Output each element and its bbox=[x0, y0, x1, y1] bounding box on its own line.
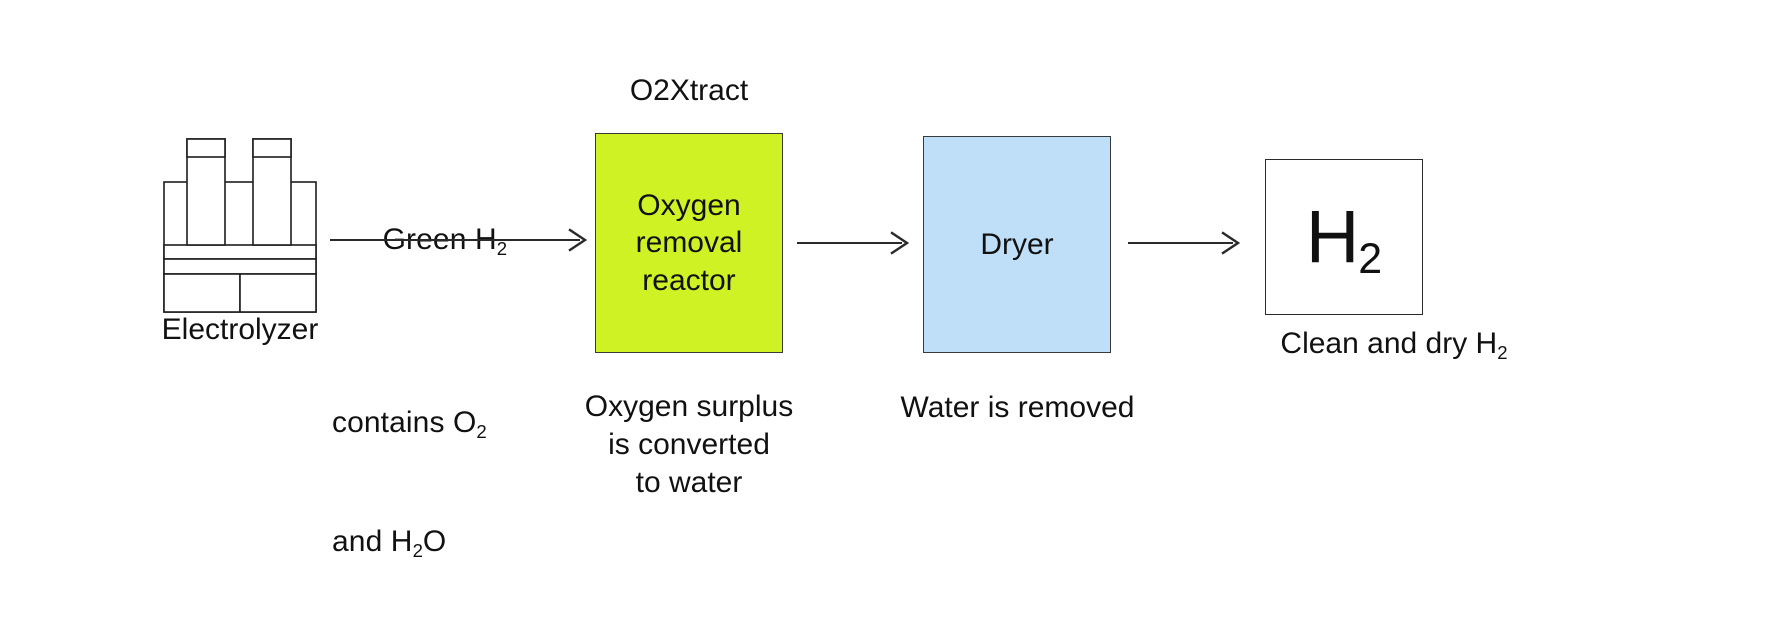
stream-label-below-line-2-text-b: O bbox=[422, 524, 447, 558]
dryer-box[interactable]: Dryer bbox=[923, 136, 1111, 353]
electrolyzer-icon bbox=[163, 138, 317, 313]
product-formula-subscript: 2 bbox=[1358, 235, 1383, 284]
stream-label-below-line-2-subscript: 2 bbox=[412, 539, 423, 561]
product-box[interactable]: H2 bbox=[1265, 159, 1423, 315]
stream-label-below: contains O2 and H2O bbox=[332, 324, 582, 621]
product-caption-subscript: 2 bbox=[1497, 341, 1508, 363]
reactor-box-line-3: reactor bbox=[642, 263, 736, 297]
reactor-box[interactable]: Oxygen removal reactor bbox=[595, 133, 783, 353]
reactor-box-text: Oxygen removal reactor bbox=[636, 187, 743, 299]
arrow-electrolyzer-to-reactor bbox=[330, 227, 590, 253]
product-formula-text: H bbox=[1305, 195, 1359, 278]
reactor-caption-line-3: to water bbox=[635, 466, 743, 500]
reactor-caption: Oxygen surplus is converted to water bbox=[570, 388, 808, 502]
stream-label-below-line-1-text: contains O bbox=[332, 406, 477, 440]
stream-label-below-line-2: and H2O bbox=[332, 522, 582, 562]
product-formula: H2 bbox=[1306, 200, 1382, 281]
stream-label-below-line-1-subscript: 2 bbox=[476, 420, 487, 442]
dryer-box-text: Dryer bbox=[980, 227, 1054, 261]
stream-label-below-line-2-text-a: and H bbox=[332, 524, 413, 558]
product-caption-text: Clean and dry H bbox=[1280, 327, 1498, 360]
stream-label-above-subscript: 2 bbox=[496, 237, 508, 259]
reactor-caption-line-1: Oxygen surplus bbox=[584, 390, 794, 423]
stream-label-below-line-1: contains O2 bbox=[332, 403, 582, 443]
electrolyzer-caption: Electrolyzer bbox=[161, 313, 319, 346]
arrow-dryer-to-product bbox=[1128, 230, 1243, 256]
arrow-reactor-to-dryer bbox=[797, 230, 912, 256]
reactor-box-line-2: removal bbox=[635, 226, 743, 260]
reactor-box-line-1: Oxygen bbox=[637, 189, 741, 223]
reactor-caption-line-2: is converted bbox=[608, 428, 770, 462]
dryer-caption: Water is removed bbox=[900, 391, 1135, 424]
page-title: O2Xtract bbox=[629, 74, 749, 107]
product-caption: Clean and dry H2 bbox=[1248, 325, 1540, 363]
